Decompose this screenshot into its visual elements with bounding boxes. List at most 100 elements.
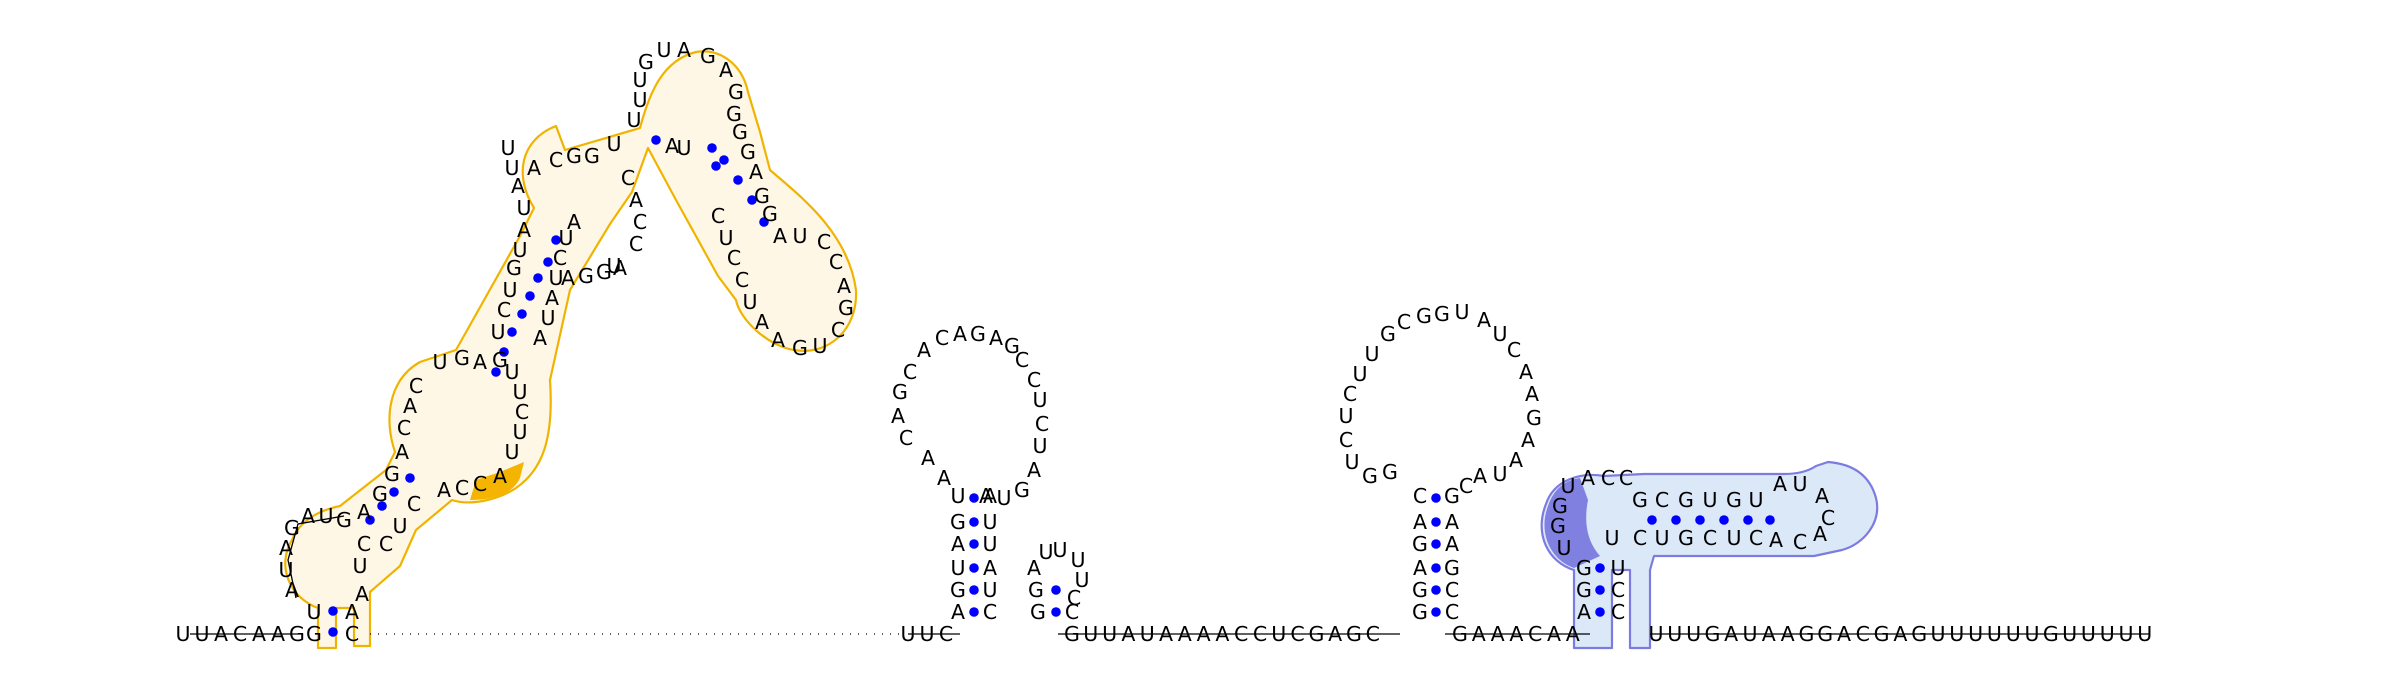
nucleotide-182: U — [1032, 388, 1047, 412]
nucleotide-249: C — [1619, 466, 1633, 490]
nucleotide-142: G — [740, 140, 756, 164]
nucleotide-24: A — [1328, 622, 1342, 646]
nucleotide-255: U — [1748, 488, 1763, 512]
nucleotide-150: A — [837, 274, 851, 298]
nucleotide-52: U — [1987, 622, 2002, 646]
nucleotide-27: G — [1452, 622, 1468, 646]
nucleotide-208: A — [1413, 510, 1427, 534]
base-pair-dot — [543, 257, 553, 267]
nucleotide-204: G — [1412, 600, 1428, 624]
nucleotide-203: C — [1065, 600, 1079, 624]
nucleotide-93: U — [504, 360, 519, 384]
nucleotide-83: C — [379, 532, 393, 556]
nucleotide-153: U — [812, 334, 827, 358]
nucleotide-67: A — [279, 536, 293, 560]
nucleotide-198: U — [1038, 540, 1053, 564]
nucleotide-239: G — [1444, 484, 1460, 508]
nucleotide-57: U — [2081, 622, 2096, 646]
nucleotide-91: A — [473, 350, 487, 374]
nucleotide-261: C — [1793, 530, 1807, 554]
nucleotide-114: A — [567, 210, 581, 234]
nucleotide-224: U — [1492, 322, 1507, 346]
highlight-layer — [284, 50, 1879, 650]
nucleotide-3: C — [233, 622, 247, 646]
nucleotide-171: A — [891, 404, 905, 428]
nucleotide-192: U — [982, 532, 997, 556]
base-pair-dot — [1431, 539, 1441, 549]
nucleotide-64: A — [345, 600, 359, 624]
nucleotide-35: U — [1667, 622, 1682, 646]
nucleotide-196: G — [1028, 578, 1044, 602]
nucleotide-32: A — [1547, 622, 1561, 646]
nucleotide-132: G — [638, 50, 654, 74]
nucleotide-266: G — [1678, 526, 1694, 550]
base-pair-dot — [491, 367, 501, 377]
base-pair-dot — [651, 135, 661, 145]
base-pair-dot — [1051, 607, 1061, 617]
nucleotide-223: A — [1477, 308, 1491, 332]
nucleotide-190: U — [982, 578, 997, 602]
nucleotide-138: G — [726, 102, 742, 126]
nucleotide-10: G — [1064, 622, 1080, 646]
nucleotide-82: U — [432, 350, 447, 374]
nucleotide-20: C — [1253, 622, 1267, 646]
nucleotide-178: A — [989, 326, 1003, 350]
nucleotide-267: U — [1654, 526, 1669, 550]
nucleotide-220: G — [1416, 304, 1432, 328]
nucleotide-123: U — [606, 132, 621, 156]
nucleotide-62: C — [345, 622, 359, 646]
nucleotide-179: G — [1004, 334, 1020, 358]
nucleotide-87: C — [455, 476, 469, 500]
nucleotide-109: U — [540, 306, 555, 330]
nucleotide-167: U — [950, 484, 965, 508]
nucleotide-61: G — [306, 622, 322, 646]
orange-accent-region — [470, 462, 524, 500]
nucleotide-159: C — [727, 246, 741, 270]
nucleotide-110: A — [545, 286, 559, 310]
nucleotide-65: A — [285, 578, 299, 602]
nucleotide-26: C — [1366, 622, 1380, 646]
nucleotide-60: U — [2137, 622, 2152, 646]
nucleotide-213: C — [1339, 428, 1353, 452]
nucleotide-187: U — [996, 486, 1011, 510]
nucleotide-63: U — [306, 600, 321, 624]
nucleotide-92: G — [492, 348, 508, 372]
nucleotide-157: U — [742, 290, 757, 314]
base-pair-dot — [1431, 585, 1441, 595]
base-pair-dot — [969, 563, 979, 573]
base-pair-dot — [389, 487, 399, 497]
nucleotide-155: A — [771, 328, 785, 352]
base-pair-dot — [1595, 585, 1605, 595]
base-pair-dot — [1431, 493, 1441, 503]
base-pair-dot — [719, 155, 729, 165]
nucleotide-271: C — [1611, 578, 1625, 602]
nucleotide-81: C — [409, 374, 423, 398]
nucleotide-2: A — [214, 622, 228, 646]
base-pair-dot — [1647, 515, 1657, 525]
nucleotide-195: G — [1030, 600, 1046, 624]
nucleotide-48: G — [1911, 622, 1927, 646]
nucleotide-156: A — [755, 310, 769, 334]
nucleotide-194: A — [983, 484, 997, 508]
nucleotide-97: U — [504, 440, 519, 464]
nucleotide-211: G — [1362, 464, 1378, 488]
nucleotide-71: G — [336, 508, 352, 532]
nucleotide-217: U — [1364, 342, 1379, 366]
nucleotide-124: C — [621, 166, 635, 190]
nucleotide-176: A — [953, 322, 967, 346]
nucleotide-172: G — [892, 380, 908, 404]
backbone-layer — [190, 515, 2150, 635]
nucleotide-28: A — [1472, 622, 1486, 646]
nucleotide-209: C — [1413, 484, 1427, 508]
nucleotide-170: C — [899, 426, 913, 450]
nucleotide-31: C — [1528, 622, 1542, 646]
nucleotide-38: A — [1724, 622, 1738, 646]
nucleotide-260: A — [1813, 522, 1827, 546]
nucleotide-59: U — [2118, 622, 2133, 646]
base-pair-dot — [969, 517, 979, 527]
nucleotide-94: U — [512, 380, 527, 404]
nucleotide-154: G — [792, 336, 808, 360]
nucleotide-58: U — [2100, 622, 2115, 646]
nucleotide-44: A — [1837, 622, 1851, 646]
nucleotide-242: G — [1576, 556, 1592, 580]
